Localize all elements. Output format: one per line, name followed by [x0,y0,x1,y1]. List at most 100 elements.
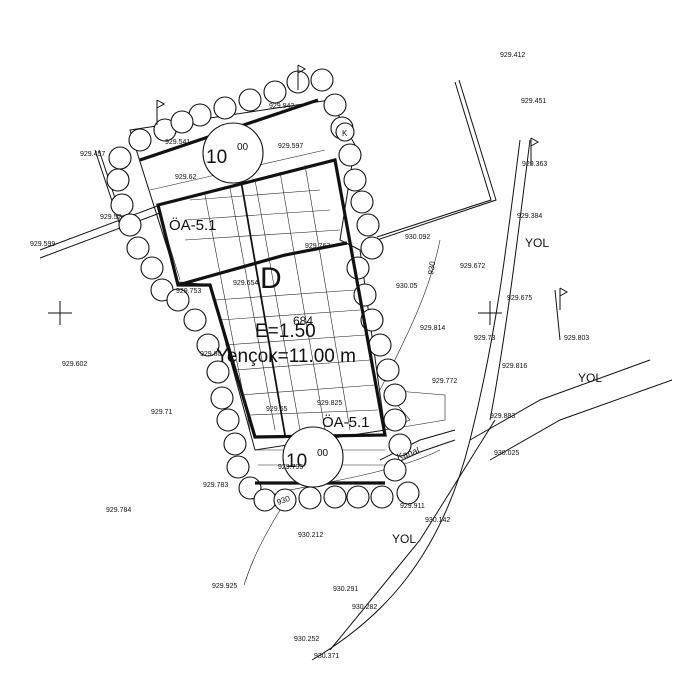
scale-bottom-sup: 00 [317,448,329,459]
spot-elevation: 930.291 [333,586,358,593]
block-divider [177,241,348,287]
height-limit-label: Yençok=11.00 m [216,346,356,367]
spot-elevation: 929.62 [175,174,197,181]
tree-symbol [253,488,277,512]
road-lines [39,79,673,661]
tree-symbol [298,486,322,510]
tree-symbol [170,110,194,134]
tree-symbol [140,256,164,280]
flag-markers [156,64,569,310]
building-grid [159,164,379,431]
emsal-label: E=1.50 [255,321,316,342]
spot-elevation: 929.803 [564,335,589,342]
tree-symbol [206,360,230,384]
road-label-2: YOL [578,371,602,385]
tree-symbol [360,236,384,260]
tree-symbol [338,143,362,167]
road-label-3: YOL [392,532,416,546]
spot-elevation: 929.814 [420,325,445,332]
tree-symbol [263,80,287,104]
tree-symbol [183,308,207,332]
tree-symbol [396,481,420,505]
spot-elevation: 929.60 [200,351,222,358]
spot-elevation: 930.025 [494,450,519,457]
road-label-1: YOL [525,236,549,250]
tree-symbol [356,213,380,237]
spot-elevation: 929.825 [317,400,342,407]
tree-symbol [383,458,407,482]
spot-elevation: 929.541 [165,139,190,146]
spot-elevation: 929.816 [502,363,527,370]
tree-symbol [108,146,132,170]
spot-elevation: 929.451 [521,98,546,105]
tree-symbol [166,288,190,312]
contour-label-1: 930 [426,260,437,275]
tree-symbol [238,88,262,112]
scale-bottom-main: 10 [286,451,307,472]
tree-symbol [128,128,152,152]
spot-elevation: 929.783 [203,482,228,489]
scale-circle-top [202,122,264,184]
tree-symbol [368,333,392,357]
spot-elevation: 929.602 [62,361,87,368]
spot-elevation: 929.65 [266,406,288,413]
spot-elevation: 929.597 [278,143,303,150]
tree-symbol [323,485,347,509]
spot-elevation: 929.672 [460,263,485,270]
spot-elevation: 929.911 [400,503,425,510]
block-letter: D [260,262,282,295]
spot-elevation: 930.142 [425,517,450,524]
spot-elevation: 929.942 [269,103,294,110]
spot-elevation: 929.363 [522,161,547,168]
spot-elevation: 930.212 [298,532,323,539]
crosshair-right [478,301,502,325]
tree-symbol [196,333,220,357]
tree-symbol [383,408,407,432]
spot-elevations: 929.412 929.451 929.942 929.541 929.597 929.4… [30,52,589,660]
scale-top-main: 10 [206,147,227,168]
tree-symbol [370,485,394,509]
spot-elevation: 930.092 [405,234,430,241]
area-number: 684 [293,314,313,328]
spot-elevation: 930.252 [294,636,319,643]
spot-elevation: 929.772 [432,378,457,385]
spot-elevation: 929.457 [80,151,105,158]
spot-elevation: 929.753 [176,288,201,295]
tree-symbol [226,455,250,479]
tree-symbol [350,190,374,214]
tree-symbol [213,96,237,120]
zone-label-bottom-right: ÖA-5.1 [322,413,370,431]
crosshair-left [48,301,72,325]
spot-elevation: 929.763 [305,243,330,250]
diagonal-line [239,174,286,436]
spot-elevation: 929.883 [490,413,515,420]
spot-elevation: 929.925 [212,583,237,590]
scale-circle-bottom [282,426,344,488]
corner-k-label: K [342,129,348,138]
spot-elevation: 929.52 [100,214,122,221]
tree-symbol [343,168,367,192]
tree-symbol [310,68,334,92]
tree-symbol [106,168,130,192]
spot-elevation: 929.784 [106,507,131,514]
tree-symbol [346,485,370,509]
spot-elevation: 929.675 [507,295,532,302]
corner-k-circle [335,122,355,142]
spot-elevation: 929.654 [233,280,258,287]
spot-elevation: 929.384 [517,213,542,220]
tree-symbol [383,383,407,407]
tree-symbol [223,432,247,456]
tree-symbol [118,213,142,237]
spot-elevation: 929.73 [474,335,496,342]
spot-elevation: 930.371 [314,653,339,660]
spot-elevation: 929.599 [30,241,55,248]
tree-symbol [323,93,347,117]
spot-elevation: 929.412 [500,52,525,59]
scale-top-sup: 00 [237,142,249,153]
tree-symbol [346,256,370,280]
tree-symbol [388,433,412,457]
spot-elevation: 929.795 [278,464,303,471]
spot-elevation: 930.05 [396,283,418,290]
tree-symbol [273,488,297,512]
